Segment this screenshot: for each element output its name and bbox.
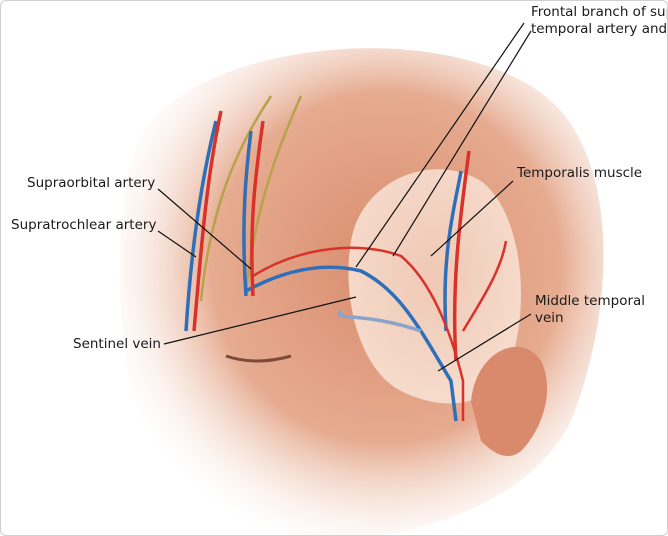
label-frontal-branch: Frontal branch of superficial temporal a… — [531, 4, 668, 38]
label-frontal-branch-line1: Frontal branch of superficial — [531, 4, 667, 20]
temporalis-muscle — [348, 169, 521, 404]
leader-frontal-2 — [392, 30, 532, 257]
label-middle-temporal-line2: vein — [535, 310, 564, 326]
label-supraorbital-artery: Supraorbital artery — [27, 175, 156, 191]
leader-lines — [157, 22, 532, 372]
label-middle-temporal-vein: Middle temporal vein — [535, 293, 645, 327]
veins — [184, 120, 463, 422]
leader-middle-temporal — [437, 313, 532, 372]
leader-temporalis — [430, 180, 514, 257]
label-temporalis-muscle: Temporalis muscle — [517, 165, 643, 181]
label-supratrochlear-artery: Supratrochlear artery — [11, 217, 157, 233]
leader-supraorbital — [157, 188, 252, 270]
closed-eye — [225, 354, 292, 363]
label-middle-temporal-line1: Middle temporal — [535, 293, 646, 309]
leader-supratrochlear — [157, 230, 197, 258]
leader-frontal-1 — [355, 22, 525, 268]
label-frontal-branch-line2: temporal artery and vein — [531, 21, 668, 37]
leader-sentinel — [163, 296, 357, 345]
ear — [471, 346, 548, 457]
label-sentinel-vein: Sentinel vein — [73, 336, 161, 352]
arteries — [192, 110, 508, 421]
